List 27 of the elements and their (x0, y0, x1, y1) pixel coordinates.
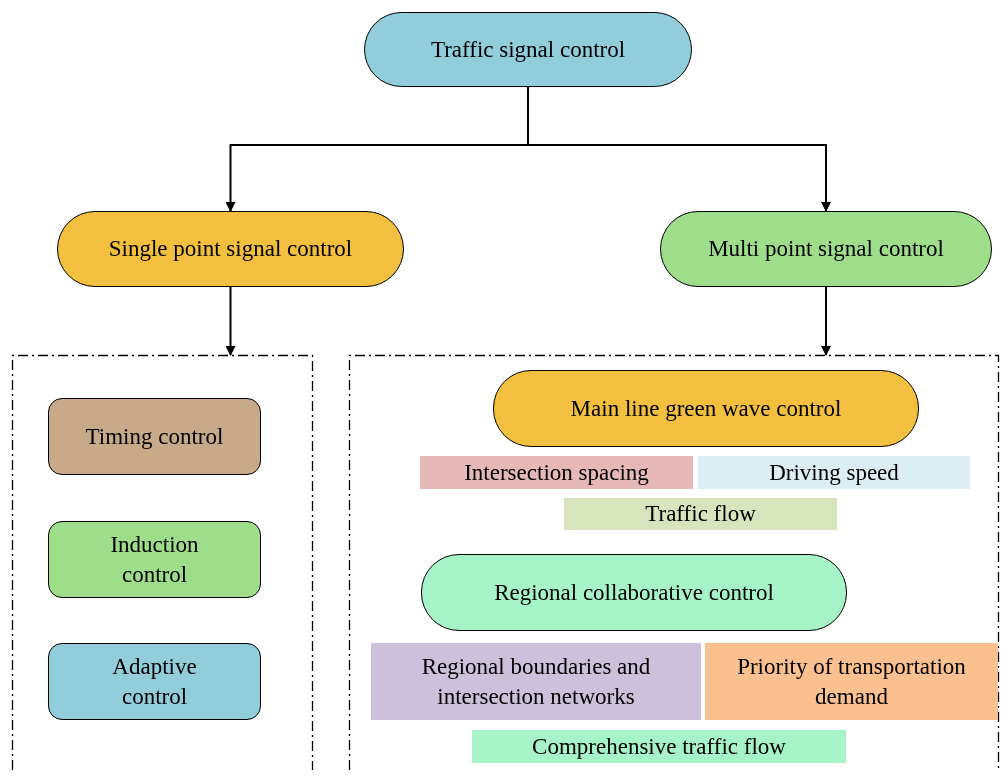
node-text: Single point signal control (108, 235, 353, 264)
group-frame (349, 355, 999, 770)
node-text: Multi point signal control (708, 235, 944, 264)
node-text: Traffic signal control (430, 35, 626, 64)
node-text: Timing control (85, 422, 224, 451)
node-text: Regional collaborative control (494, 578, 774, 607)
arrow (821, 286, 831, 356)
node-text: Priority of transportation demand (736, 652, 967, 711)
node-text: Comprehensive traffic flow (532, 732, 786, 761)
label-box (564, 498, 837, 530)
node-text: Intersection spacing (464, 458, 649, 487)
rounded-box (48, 643, 261, 720)
group-frame (12, 355, 313, 770)
label-box (698, 456, 970, 489)
node-text: Adaptive control (111, 652, 198, 711)
node-text: Regional boundaries and intersection networks (420, 652, 652, 711)
node-text: Traffic flow (645, 500, 756, 529)
rounded-box (48, 521, 261, 598)
arrow (225, 286, 236, 356)
node-text: Main line green wave control (570, 394, 842, 423)
rounded-box (48, 398, 261, 475)
label-box (705, 643, 998, 720)
node-text: Induction control (109, 530, 200, 589)
label-box (420, 456, 693, 489)
label-box (371, 643, 701, 720)
node-text: Driving speed (769, 458, 899, 487)
label-box (472, 730, 846, 763)
